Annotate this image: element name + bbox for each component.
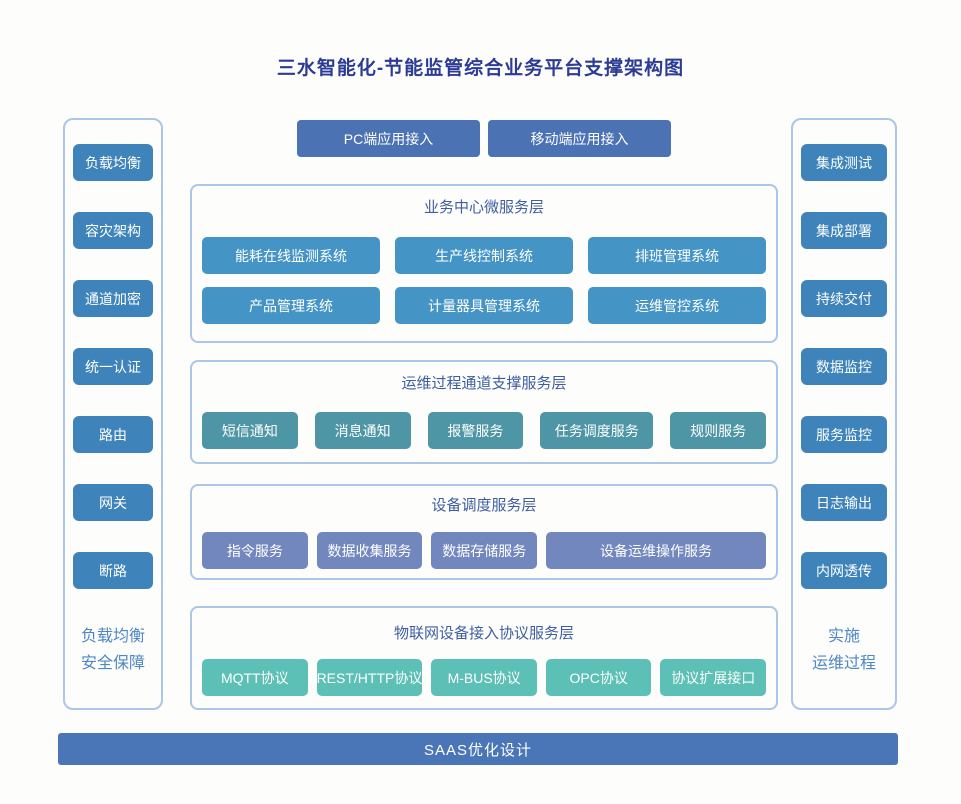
left-panel: 负载均衡 容灾架构 通道加密 统一认证 路由 网关 断路 负载均衡 安全保障: [63, 118, 163, 710]
section-row: 能耗在线监测系统 生产线控制系统 排班管理系统: [202, 237, 766, 274]
left-panel-item-load-balancing: 负载均衡: [73, 144, 153, 181]
left-panel-caption-line2: 安全保障: [80, 655, 145, 672]
mobile-access-box: 移动端应用接入: [488, 120, 671, 157]
section-row: MQTT协议 REST/HTTP协议 M-BUS协议 OPC协议 协议扩展接口: [202, 659, 767, 696]
device-ops-operation-service-box: 设备运维操作服务: [546, 532, 766, 569]
left-panel-item-routing: 路由: [73, 416, 153, 453]
center-column: PC端应用接入 移动端应用接入 业务中心微服务层 能耗在线监测系统 生产线控制系…: [190, 0, 778, 804]
section-row: 指令服务 数据收集服务 数据存储服务 设备运维操作服务: [202, 532, 766, 569]
data-collection-service-box: 数据收集服务: [316, 532, 423, 569]
production-line-control-box: 生产线控制系统: [395, 237, 573, 274]
section-iot-protocol-access: 物联网设备接入协议服务层 MQTT协议 REST/HTTP协议 M-BUS协议 …: [190, 606, 778, 710]
section-title: 物联网设备接入协议服务层: [393, 625, 574, 642]
shift-management-box: 排班管理系统: [588, 237, 766, 274]
section-business-microservices: 业务中心微服务层 能耗在线监测系统 生产线控制系统 排班管理系统 产品管理系统 …: [190, 184, 778, 343]
right-panel-item-continuous-delivery: 持续交付: [801, 280, 887, 317]
right-panel-caption-line1: 实施: [827, 628, 860, 645]
mqtt-protocol-box: MQTT协议: [202, 659, 308, 696]
page-title: 三水智能化-节能监管综合业务平台支撑架构图: [276, 58, 685, 79]
left-panel-item-channel-encryption: 通道加密: [73, 280, 153, 317]
opc-protocol-box: OPC协议: [545, 659, 652, 696]
right-panel-item-service-monitoring: 服务监控: [801, 416, 887, 453]
task-scheduling-service-box: 任务调度服务: [540, 412, 654, 449]
access-buttons-row: PC端应用接入 移动端应用接入: [190, 120, 778, 157]
left-panel-item-gateway: 网关: [73, 484, 153, 521]
section-title: 设备调度服务层: [431, 497, 537, 514]
ops-control-box: 运维管控系统: [588, 287, 766, 324]
left-panel-caption-line1: 负载均衡: [80, 628, 145, 645]
right-panel-item-data-monitoring: 数据监控: [801, 348, 887, 385]
right-panel-caption-line2: 运维过程: [811, 655, 876, 672]
right-panel: 集成测试 集成部署 持续交付 数据监控 服务监控 日志输出 内网透传 实施 运维…: [791, 118, 897, 710]
section-row: 短信通知 消息通知 报警服务 任务调度服务 规则服务: [202, 412, 766, 449]
right-panel-item-integration-deploy: 集成部署: [801, 212, 887, 249]
energy-monitoring-system-box: 能耗在线监测系统: [202, 237, 380, 274]
sms-notification-box: 短信通知: [202, 412, 298, 449]
right-panel-item-intranet-passthrough: 内网透传: [801, 552, 887, 589]
m-bus-protocol-box: M-BUS协议: [431, 659, 537, 696]
right-panel-item-log-output: 日志输出: [801, 484, 887, 521]
rule-service-box: 规则服务: [670, 412, 766, 449]
pc-access-box: PC端应用接入: [297, 120, 480, 157]
alarm-service-box: 报警服务: [427, 412, 524, 449]
saas-optimization-bar: SAAS优化设计: [58, 733, 898, 765]
left-panel-caption: 负载均衡 安全保障: [81, 623, 145, 677]
right-panel-item-integration-test: 集成测试: [801, 144, 887, 181]
section-title: 运维过程通道支撑服务层: [401, 375, 567, 392]
rest-http-protocol-box: REST/HTTP协议: [316, 659, 423, 696]
section-device-scheduling: 设备调度服务层 指令服务 数据收集服务 数据存储服务 设备运维操作服务: [190, 484, 778, 580]
left-panel-item-disaster-recovery: 容灾架构: [73, 212, 153, 249]
message-notification-box: 消息通知: [314, 412, 411, 449]
section-title: 业务中心微服务层: [423, 199, 544, 216]
protocol-extension-interface-box: 协议扩展接口: [660, 659, 767, 696]
command-service-box: 指令服务: [202, 532, 308, 569]
product-management-box: 产品管理系统: [202, 287, 380, 324]
metering-device-management-box: 计量器具管理系统: [395, 287, 573, 324]
section-ops-channel-support: 运维过程通道支撑服务层 短信通知 消息通知 报警服务 任务调度服务 规则服务: [190, 360, 778, 464]
left-panel-item-circuit-breaker: 断路: [73, 552, 153, 589]
section-row: 产品管理系统 计量器具管理系统 运维管控系统: [202, 287, 766, 324]
right-panel-caption: 实施 运维过程: [812, 623, 876, 677]
data-storage-service-box: 数据存储服务: [431, 532, 538, 569]
left-panel-item-unified-auth: 统一认证: [73, 348, 153, 385]
